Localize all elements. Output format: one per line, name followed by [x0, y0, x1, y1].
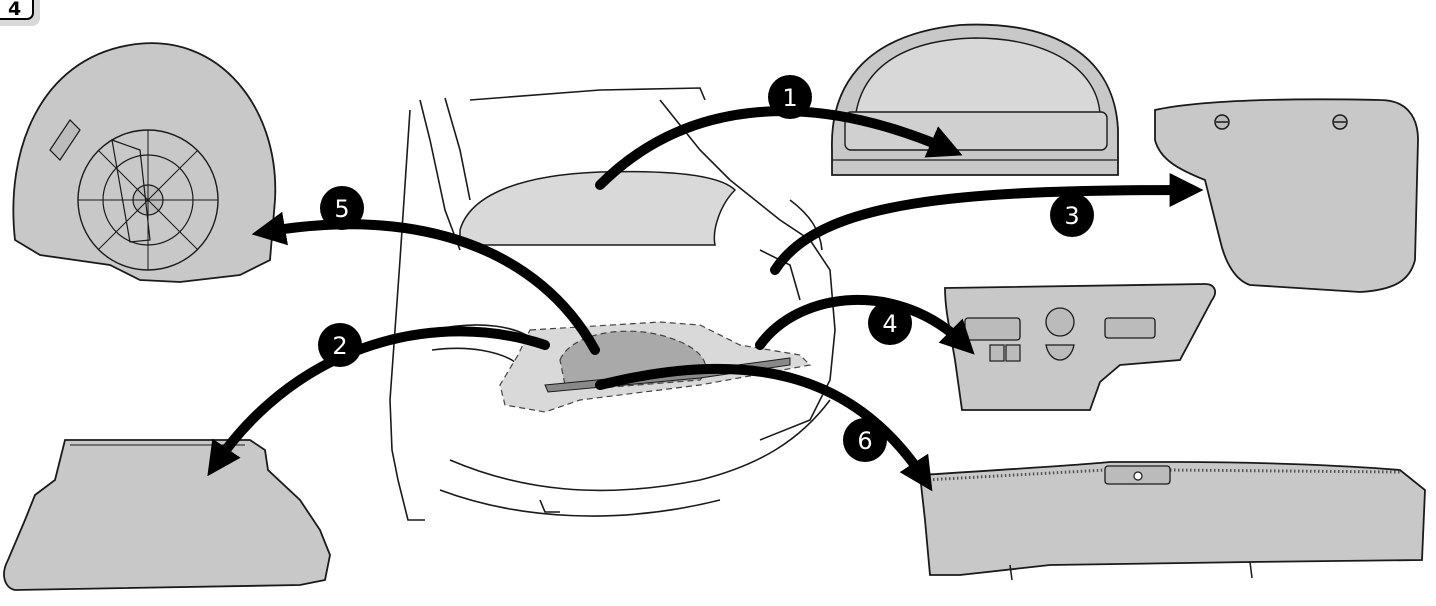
part-5-spare-tire-cover — [13, 43, 275, 282]
callout-4: 4 — [868, 301, 912, 345]
callout-1-label: 1 — [782, 84, 797, 112]
callout-6: 6 — [843, 418, 887, 462]
part-4-side-cover — [945, 284, 1215, 410]
callout-5-label: 5 — [334, 195, 349, 223]
part-3-side-trim-panel — [1155, 99, 1418, 292]
part-2-trunk-floor-mat — [4, 440, 330, 590]
callout-4-label: 4 — [882, 310, 897, 338]
callout-3: 3 — [1050, 193, 1094, 237]
callout-2: 2 — [318, 323, 362, 367]
arrow-4 — [760, 300, 965, 345]
callout-5: 5 — [320, 186, 364, 230]
arrow-3 — [775, 190, 1190, 270]
callout-1: 1 — [768, 75, 812, 119]
part-1-package-tray — [832, 25, 1118, 175]
callout-6-label: 6 — [857, 427, 872, 455]
part-6-rear-sill-plate — [920, 462, 1425, 580]
callout-3-label: 3 — [1064, 202, 1079, 230]
arrow-2 — [215, 331, 545, 465]
car-rear-outline — [390, 88, 835, 520]
callout-2-label: 2 — [332, 332, 347, 360]
